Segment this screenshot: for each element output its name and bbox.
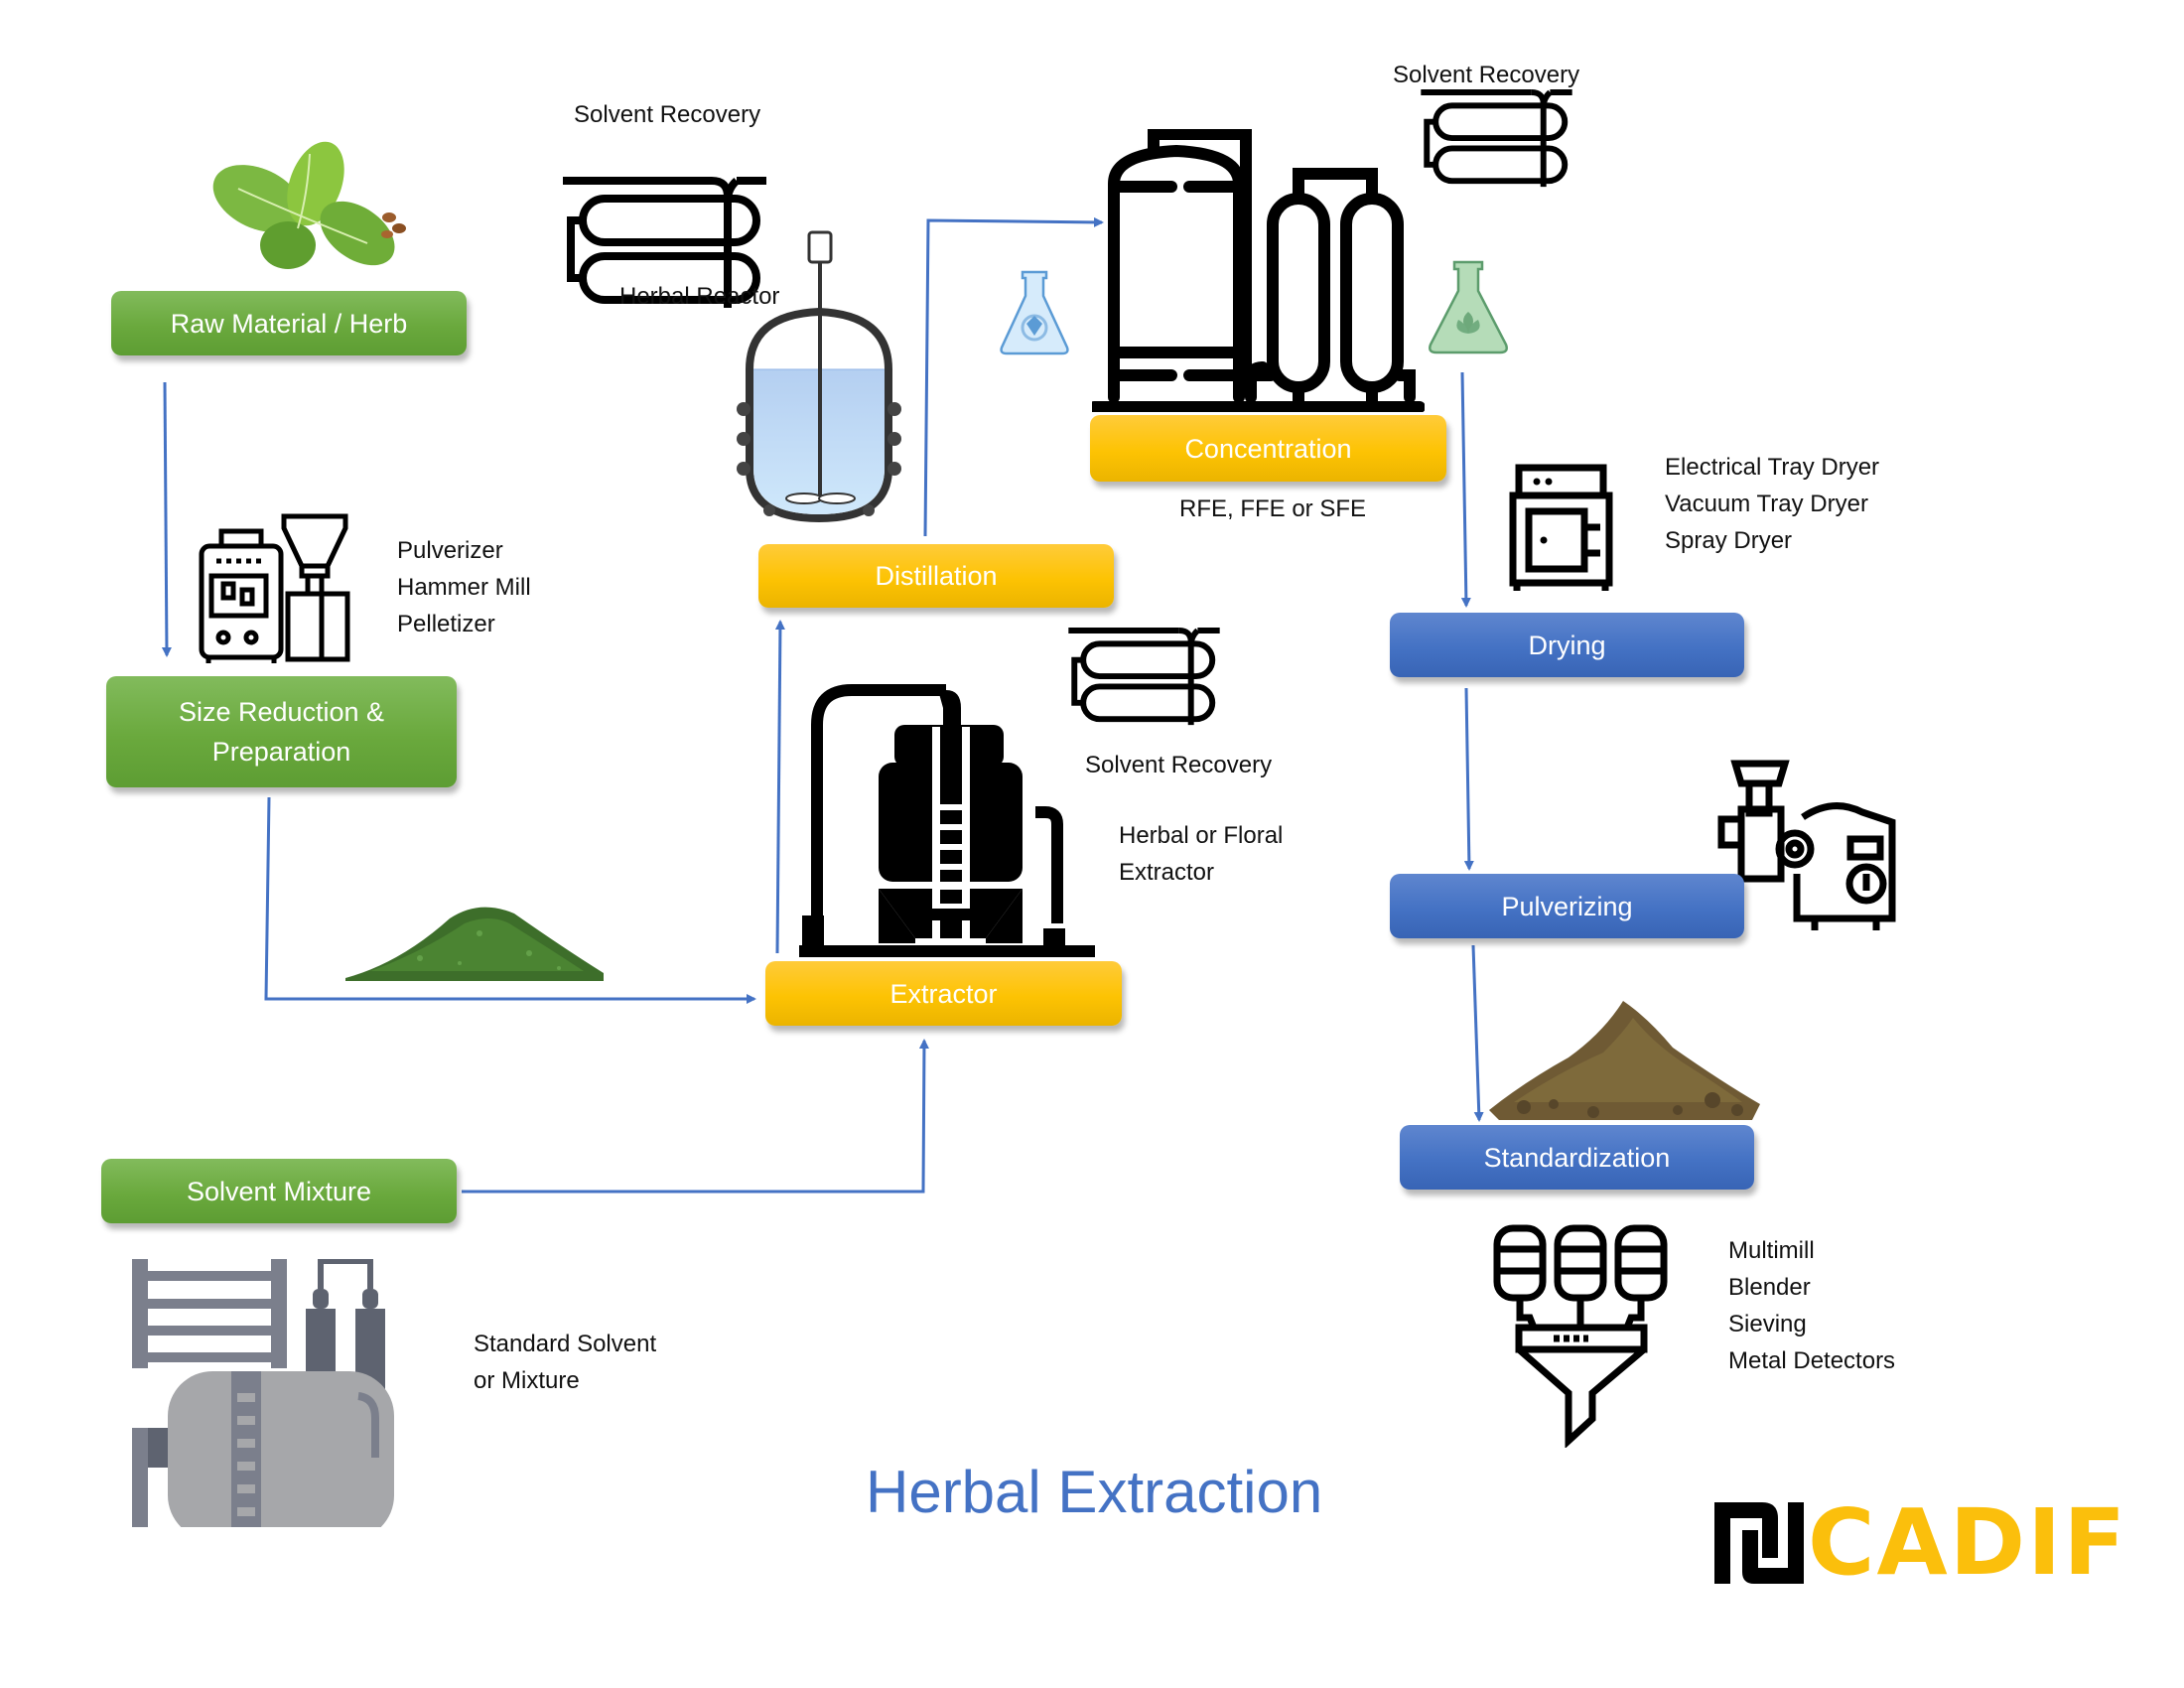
extractor-tank-icon bbox=[799, 684, 1095, 957]
arrow-pulverizing-to-standardization bbox=[1471, 944, 1484, 1122]
equipment-item: Sieving bbox=[1728, 1311, 1807, 1337]
grinder-machine-icon bbox=[1717, 760, 1896, 930]
basil-leaves-icon bbox=[212, 141, 406, 269]
flask-green-icon bbox=[1429, 260, 1508, 354]
arrow-solvent-to-extractor bbox=[462, 1039, 929, 1194]
heat-exchanger-icon bbox=[1068, 628, 1220, 726]
equipment-item: Blender bbox=[1728, 1274, 1811, 1301]
step-concentration[interactable]: Concentration bbox=[1090, 415, 1446, 482]
reactor-vessel-icon bbox=[737, 230, 901, 523]
equipment-item: Multimill bbox=[1728, 1237, 1815, 1264]
step-label-line1: Size Reduction & bbox=[178, 697, 385, 727]
equipment-item: Spray Dryer bbox=[1665, 527, 1793, 554]
step-label: Concentration bbox=[1184, 433, 1352, 464]
drying-equipment-list: Electrical Tray Dryer Vacuum Tray Dryer … bbox=[1665, 449, 1879, 559]
solvent-recovery-label: Solvent Recovery bbox=[574, 101, 761, 128]
label-line: Herbal or Floral bbox=[1119, 822, 1284, 849]
flask-blue-icon bbox=[1000, 270, 1069, 355]
heat-exchanger-icon bbox=[563, 177, 766, 308]
solvent-recovery-label: Solvent Recovery bbox=[1393, 62, 1580, 88]
equipment-item: Hammer Mill bbox=[397, 574, 531, 601]
step-label: Distillation bbox=[875, 561, 998, 591]
diagram-title: Herbal Extraction bbox=[866, 1459, 1323, 1525]
herbal-reactor-label: Herbal Reactor bbox=[619, 283, 780, 310]
step-drying[interactable]: Drying bbox=[1390, 613, 1744, 677]
step-label-line2: Preparation bbox=[211, 737, 351, 767]
arrow-extractor-to-distillation bbox=[774, 620, 785, 954]
label-line: Extractor bbox=[1119, 859, 1215, 886]
label-line: or Mixture bbox=[474, 1367, 580, 1394]
solvent-type-label: Standard Solvent or Mixture bbox=[474, 1326, 656, 1399]
step-pulverizing[interactable]: Pulverizing bbox=[1390, 874, 1744, 938]
step-size-reduction[interactable]: Size Reduction & Preparation bbox=[106, 676, 457, 787]
step-label: Extractor bbox=[889, 978, 998, 1009]
powder-pile-icon bbox=[1489, 1001, 1760, 1120]
standardization-equipment-list: Multimill Blender Sieving Metal Detector… bbox=[1728, 1232, 1895, 1379]
equipment-item: Vacuum Tray Dryer bbox=[1665, 491, 1868, 517]
step-standardization[interactable]: Standardization bbox=[1400, 1125, 1754, 1190]
heat-exchanger-icon bbox=[1421, 89, 1572, 188]
step-extractor[interactable]: Extractor bbox=[765, 961, 1122, 1026]
extractor-equipment-label: Herbal or Floral Extractor bbox=[1119, 817, 1283, 891]
logo-mark-icon bbox=[1714, 1502, 1804, 1584]
step-label: Standardization bbox=[1483, 1142, 1671, 1173]
step-label: Pulverizing bbox=[1501, 891, 1633, 921]
solvent-recovery-label: Solvent Recovery bbox=[1085, 752, 1273, 778]
cadif-logo: CADIF bbox=[1714, 1497, 2127, 1589]
label-line: Standard Solvent bbox=[474, 1331, 657, 1357]
pulverizer-machine-icon bbox=[199, 513, 350, 663]
evaporator-columns-icon bbox=[1092, 129, 1425, 412]
step-raw-material[interactable]: Raw Material / Herb bbox=[111, 291, 467, 355]
arrow-raw-to-size-reduction bbox=[161, 381, 172, 657]
step-solvent-mixture[interactable]: Solvent Mixture bbox=[101, 1159, 457, 1223]
equipment-item: Metal Detectors bbox=[1728, 1347, 1896, 1374]
solvent-tank-icon bbox=[132, 1259, 394, 1527]
step-label: Solvent Mixture bbox=[186, 1176, 372, 1206]
step-label: Drying bbox=[1528, 630, 1606, 660]
tray-dryer-icon bbox=[1509, 464, 1613, 591]
concentration-methods-label: RFE, FFE or SFE bbox=[1179, 495, 1367, 522]
logo-text: CADIF bbox=[1808, 1489, 2128, 1596]
step-distillation[interactable]: Distillation bbox=[758, 544, 1114, 608]
size-reduction-equipment-list: Pulverizer Hammer Mill Pelletizer bbox=[397, 532, 531, 642]
step-label: Raw Material / Herb bbox=[170, 308, 408, 339]
silos-funnel-icon bbox=[1493, 1224, 1668, 1448]
equipment-item: Pelletizer bbox=[397, 611, 495, 637]
equipment-item: Pulverizer bbox=[397, 537, 503, 564]
arrow-concentration-to-drying bbox=[1460, 371, 1471, 608]
crushed-herb-pile-icon bbox=[345, 907, 604, 981]
equipment-item: Electrical Tray Dryer bbox=[1665, 454, 1880, 481]
arrow-drying-to-pulverizing bbox=[1463, 687, 1474, 871]
